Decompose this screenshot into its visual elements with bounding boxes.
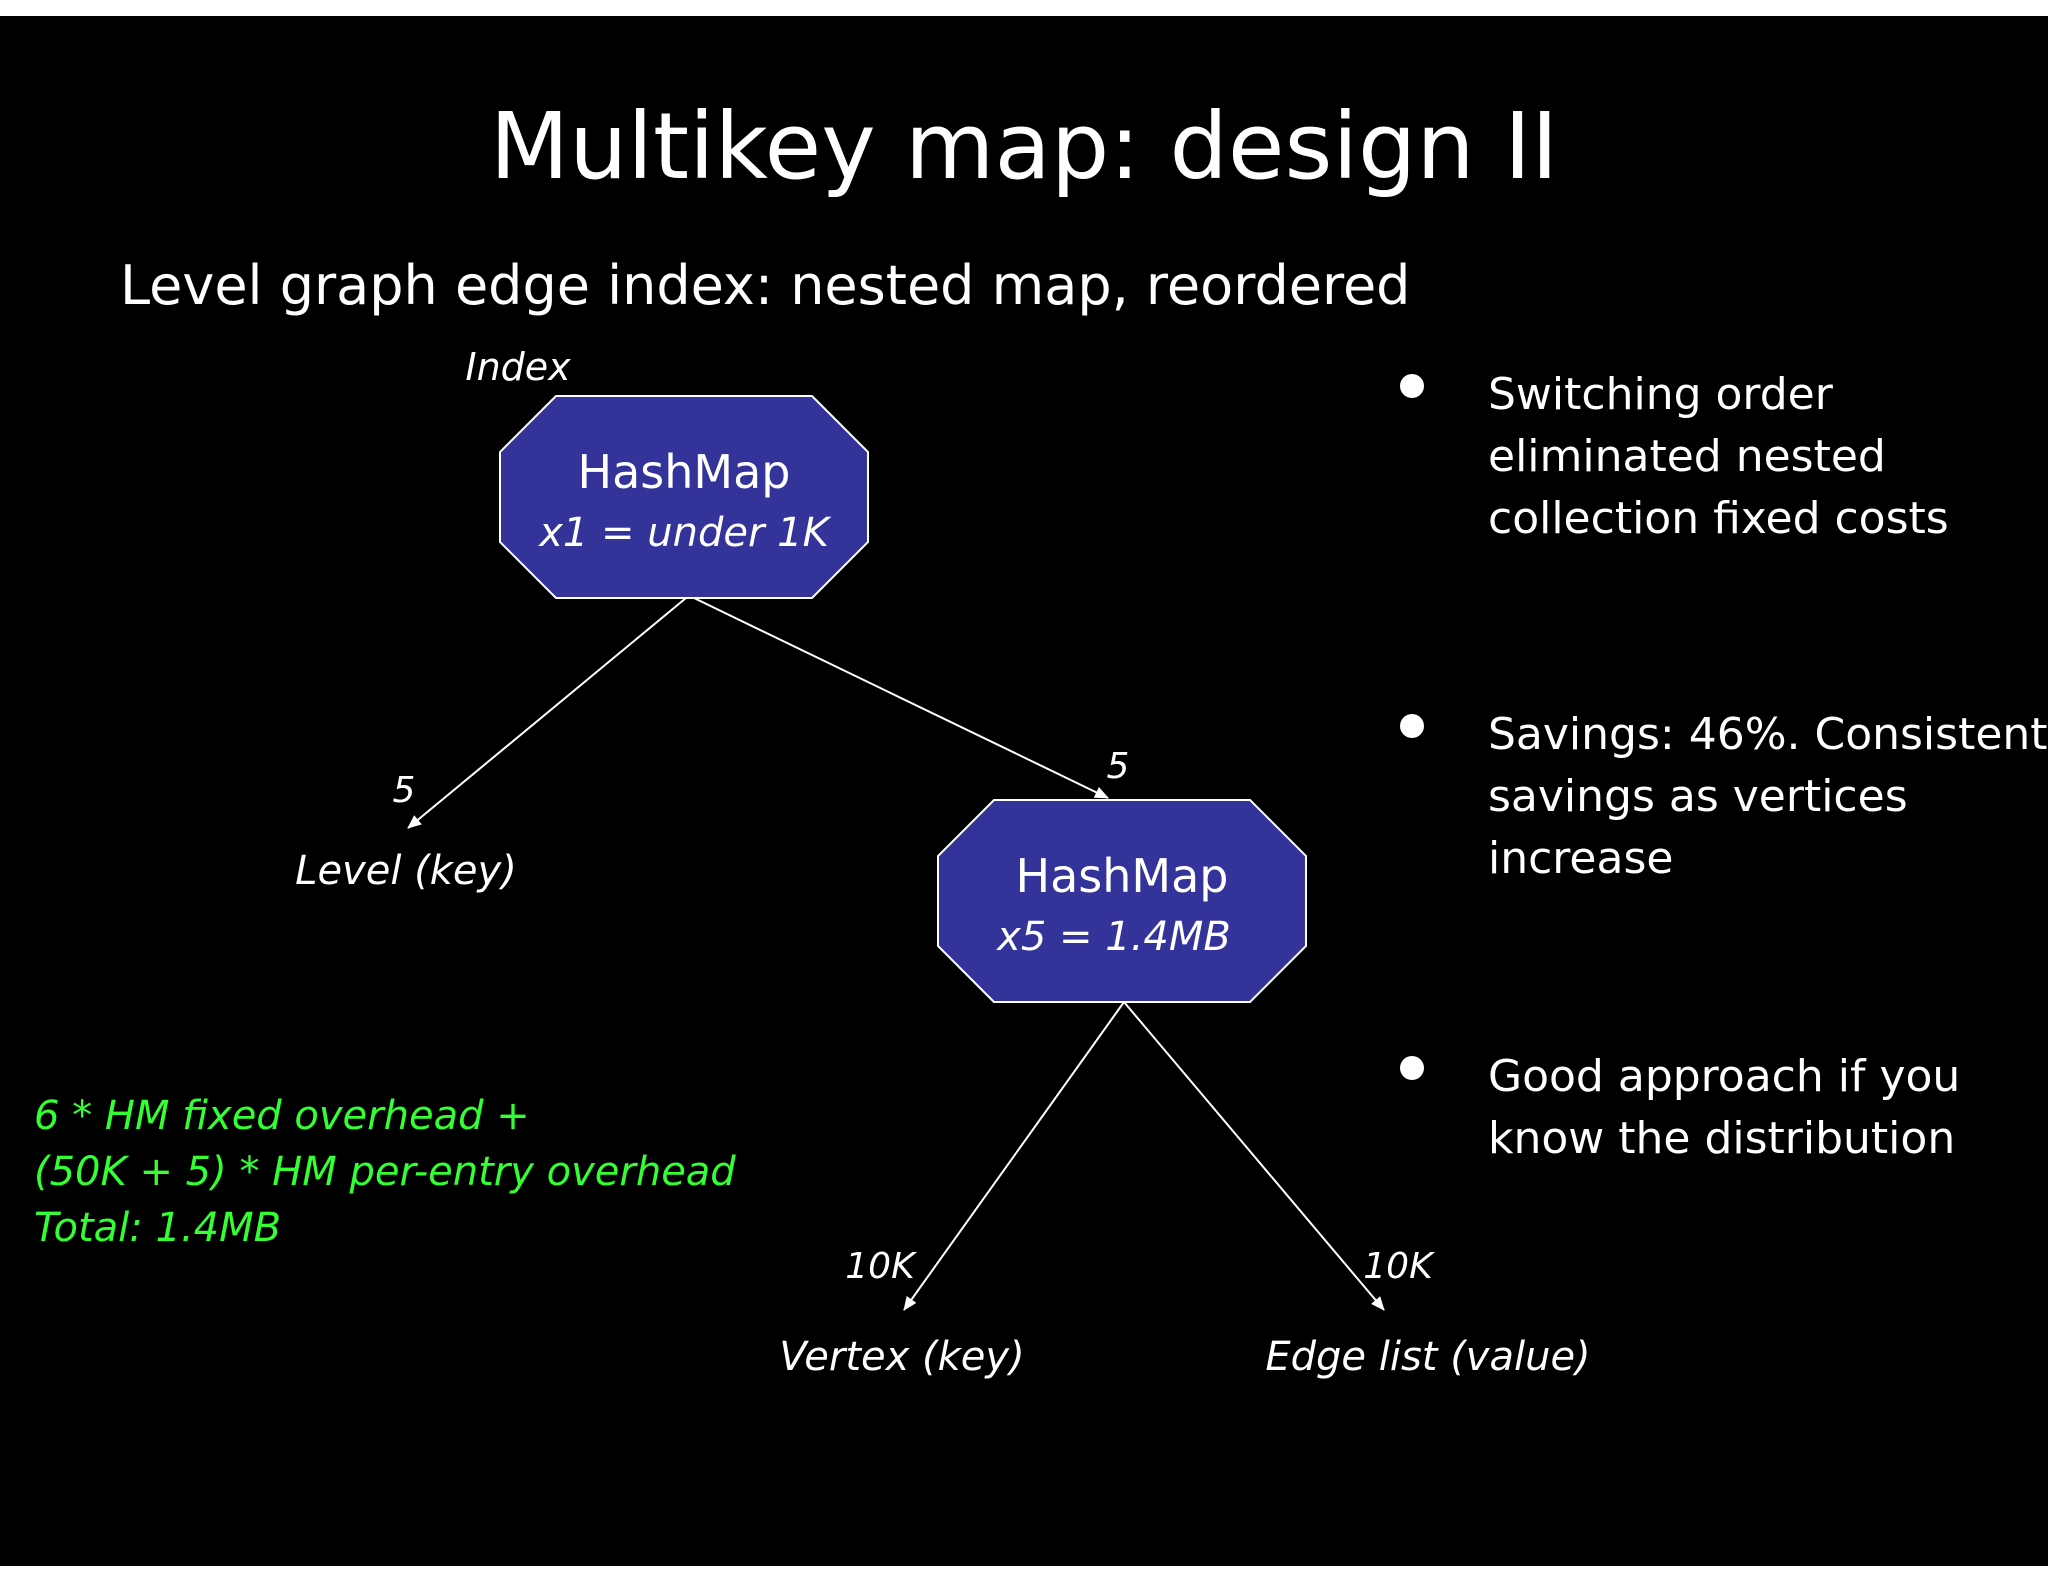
slide-subtitle: Level graph edge index: nested map, reor… xyxy=(120,254,1411,317)
edge-list-value-label: Edge list (value) xyxy=(1265,1334,1590,1380)
level-key-label: Level (key) xyxy=(295,848,517,894)
bullet-text: Switching order eliminated nested collec… xyxy=(1488,369,1949,544)
root-node-detail: x1 = under 1K xyxy=(537,510,831,556)
overhead-note-line: Total: 1.4MB xyxy=(34,1205,282,1251)
edge-child-to-edge-list xyxy=(1123,1001,1385,1311)
nested-map-diagram: HashMap x1 = under 1K HashMap x5 = 1.4MB… xyxy=(295,345,1590,1380)
vertex-count-label: 10K xyxy=(845,1246,917,1287)
root-node-title: HashMap xyxy=(578,445,791,499)
child-node-detail: x5 = 1.4MB xyxy=(995,914,1231,960)
bullet-text: Good approach if you know the distributi… xyxy=(1488,1051,1961,1164)
child-hashmap-node: HashMap x5 = 1.4MB xyxy=(937,799,1307,1003)
overhead-note-line: 6 * HM fixed overhead + xyxy=(34,1093,530,1139)
edge-list-count-label: 10K xyxy=(1363,1246,1435,1287)
edge-left-count: 5 xyxy=(393,770,416,811)
vertex-key-label: Vertex (key) xyxy=(779,1334,1024,1380)
bullet-dot-icon xyxy=(1400,374,1424,398)
root-hashmap-node: HashMap x1 = under 1K xyxy=(499,395,869,599)
edge-root-to-child xyxy=(693,597,1109,799)
overhead-note: 6 * HM fixed overhead + (50K + 5) * HM p… xyxy=(34,1088,736,1256)
slide-title: Multikey map: design II xyxy=(489,93,1559,200)
slide: Multikey map: design II Level graph edge… xyxy=(0,16,2048,1566)
child-node-title: HashMap xyxy=(1016,849,1229,903)
edge-child-to-vertex xyxy=(903,1001,1125,1311)
edge-root-to-level xyxy=(407,597,687,829)
index-label: Index xyxy=(465,345,571,389)
edge-right-count: 5 xyxy=(1107,746,1130,787)
bullet-text: Savings: 46%. Consistent savings as vert… xyxy=(1488,709,2048,884)
bullet-dot-icon xyxy=(1400,1056,1424,1080)
bullet-dot-icon xyxy=(1400,714,1424,738)
overhead-note-line: (50K + 5) * HM per-entry overhead xyxy=(34,1149,736,1195)
